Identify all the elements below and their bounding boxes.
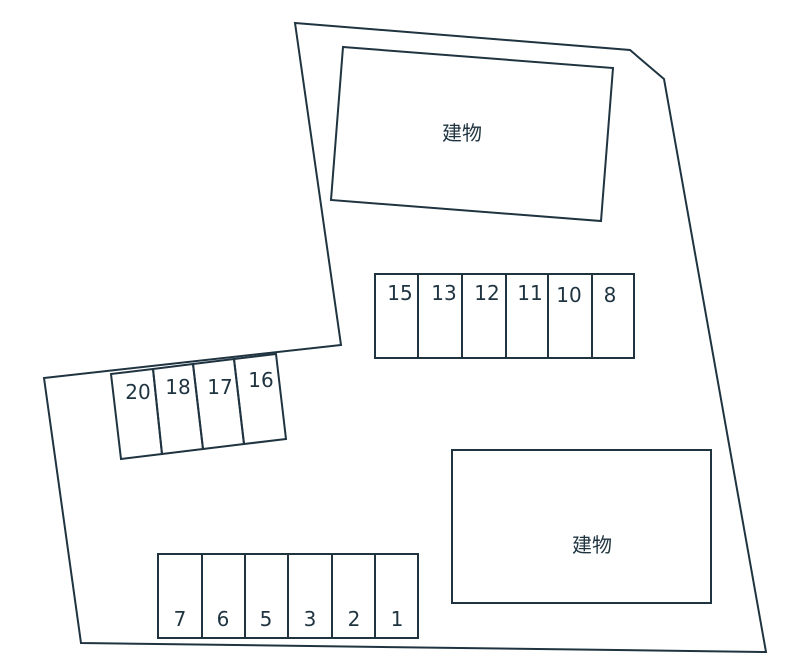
parking-slot-number: 11 — [517, 281, 542, 305]
parking-slot-number: 8 — [604, 283, 617, 307]
building-south-label: 建物 — [572, 533, 612, 557]
parking-slot — [374, 553, 419, 639]
building-north — [329, 45, 615, 223]
parking-slot — [591, 273, 635, 359]
parking-slot-number: 6 — [217, 607, 230, 631]
building-south — [451, 449, 712, 604]
parking-slot-number: 17 — [207, 375, 232, 399]
parking-slot-number: 10 — [556, 283, 581, 307]
site-boundary — [42, 21, 768, 654]
parking-slot-number: 20 — [125, 380, 150, 404]
parking-slot-number: 3 — [304, 607, 317, 631]
parking-row-top: 15 13 12 11 10 8 — [374, 273, 635, 359]
parking-slot-number: 1 — [391, 607, 404, 631]
parking-slot-number: 15 — [387, 281, 412, 305]
parking-slot-number: 13 — [431, 281, 456, 305]
parking-slot-number: 18 — [165, 375, 190, 399]
parking-slot-number: 12 — [474, 281, 499, 305]
parking-row-bottom: 7 6 5 3 2 1 — [157, 553, 419, 639]
parking-slot-number: 16 — [248, 368, 273, 392]
parking-slot-number: 2 — [348, 607, 361, 631]
parking-slot-number: 5 — [260, 607, 273, 631]
parking-slot — [232, 352, 288, 446]
parking-row-left: 20 18 17 16 — [109, 352, 288, 461]
building-north-label: 建物 — [442, 121, 482, 145]
parking-slot-number: 7 — [174, 607, 187, 631]
